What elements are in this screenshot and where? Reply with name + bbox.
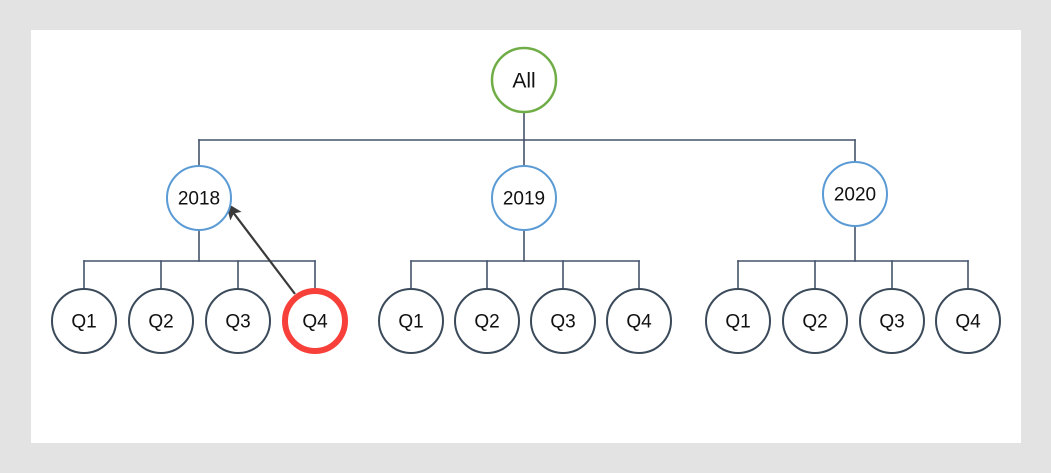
node-label-q-2019-q3: Q3	[550, 312, 575, 333]
node-label-year-2019: 2019	[503, 189, 545, 210]
node-circle-q-2020-q1[interactable]	[705, 288, 771, 354]
node-q-2019-q1[interactable]: Q1	[378, 288, 444, 354]
node-label-q-2018-q4: Q4	[302, 312, 328, 333]
node-circle-q-2020-q3[interactable]	[859, 288, 925, 354]
node-q-2020-q4[interactable]: Q4	[935, 288, 1001, 354]
node-label-q-2020-q1: Q1	[725, 312, 750, 333]
node-q-2018-q1[interactable]: Q1	[51, 288, 117, 354]
node-q-2019-q4[interactable]: Q4	[606, 288, 672, 354]
node-circle-all[interactable]	[490, 46, 558, 114]
node-year-2018[interactable]: 2018	[166, 165, 232, 231]
node-q-2018-q2[interactable]: Q2	[128, 288, 194, 354]
node-circle-q-2020-q4[interactable]	[935, 288, 1001, 354]
node-all[interactable]: All	[490, 46, 558, 114]
node-q-2020-q2[interactable]: Q2	[782, 288, 848, 354]
node-circle-year-2018[interactable]	[166, 165, 232, 231]
node-circle-year-2020[interactable]	[822, 161, 888, 227]
node-label-q-2018-q3: Q3	[225, 312, 250, 333]
node-label-all: All	[512, 70, 535, 93]
connector-group-root	[198, 111, 856, 167]
node-q-2018-q4[interactable]: Q4	[282, 288, 348, 354]
node-label-q-2019-q4: Q4	[626, 312, 652, 333]
node-label-q-2018-q2: Q2	[148, 312, 173, 333]
node-label-q-2020-q2: Q2	[802, 312, 827, 333]
node-label-q-2020-q3: Q3	[879, 312, 904, 333]
node-circle-q-2018-q2[interactable]	[128, 288, 194, 354]
node-circle-q-2018-q1[interactable]	[51, 288, 117, 354]
annotation-arrow-layer	[225, 202, 296, 295]
node-q-2018-q3[interactable]: Q3	[205, 288, 271, 354]
node-year-2020[interactable]: 2020	[822, 161, 888, 227]
connector-group-years	[83, 225, 969, 292]
node-circle-q-2019-q1[interactable]	[378, 288, 444, 354]
node-circle-q-2019-q4[interactable]	[606, 288, 672, 354]
node-circle-year-2019[interactable]	[491, 165, 557, 231]
node-circle-q-2019-q2[interactable]	[454, 288, 520, 354]
node-q-2019-q3[interactable]: Q3	[530, 288, 596, 354]
drill-up-annotation-arrow	[225, 202, 296, 295]
node-q-2020-q1[interactable]: Q1	[705, 288, 771, 354]
node-label-q-2018-q1: Q1	[71, 312, 96, 333]
node-q-2019-q2[interactable]: Q2	[454, 288, 520, 354]
node-circle-q-2018-q4[interactable]	[282, 288, 348, 354]
node-label-year-2020: 2020	[834, 185, 876, 206]
node-q-2020-q3[interactable]: Q3	[859, 288, 925, 354]
node-label-year-2018: 2018	[178, 189, 220, 210]
node-circle-q-2018-q3[interactable]	[205, 288, 271, 354]
node-circle-q-2019-q3[interactable]	[530, 288, 596, 354]
node-label-q-2019-q2: Q2	[474, 312, 499, 333]
node-year-2019[interactable]: 2019	[491, 165, 557, 231]
node-label-q-2019-q1: Q1	[398, 312, 423, 333]
node-circle-q-2020-q2[interactable]	[782, 288, 848, 354]
node-label-q-2020-q4: Q4	[955, 312, 981, 333]
